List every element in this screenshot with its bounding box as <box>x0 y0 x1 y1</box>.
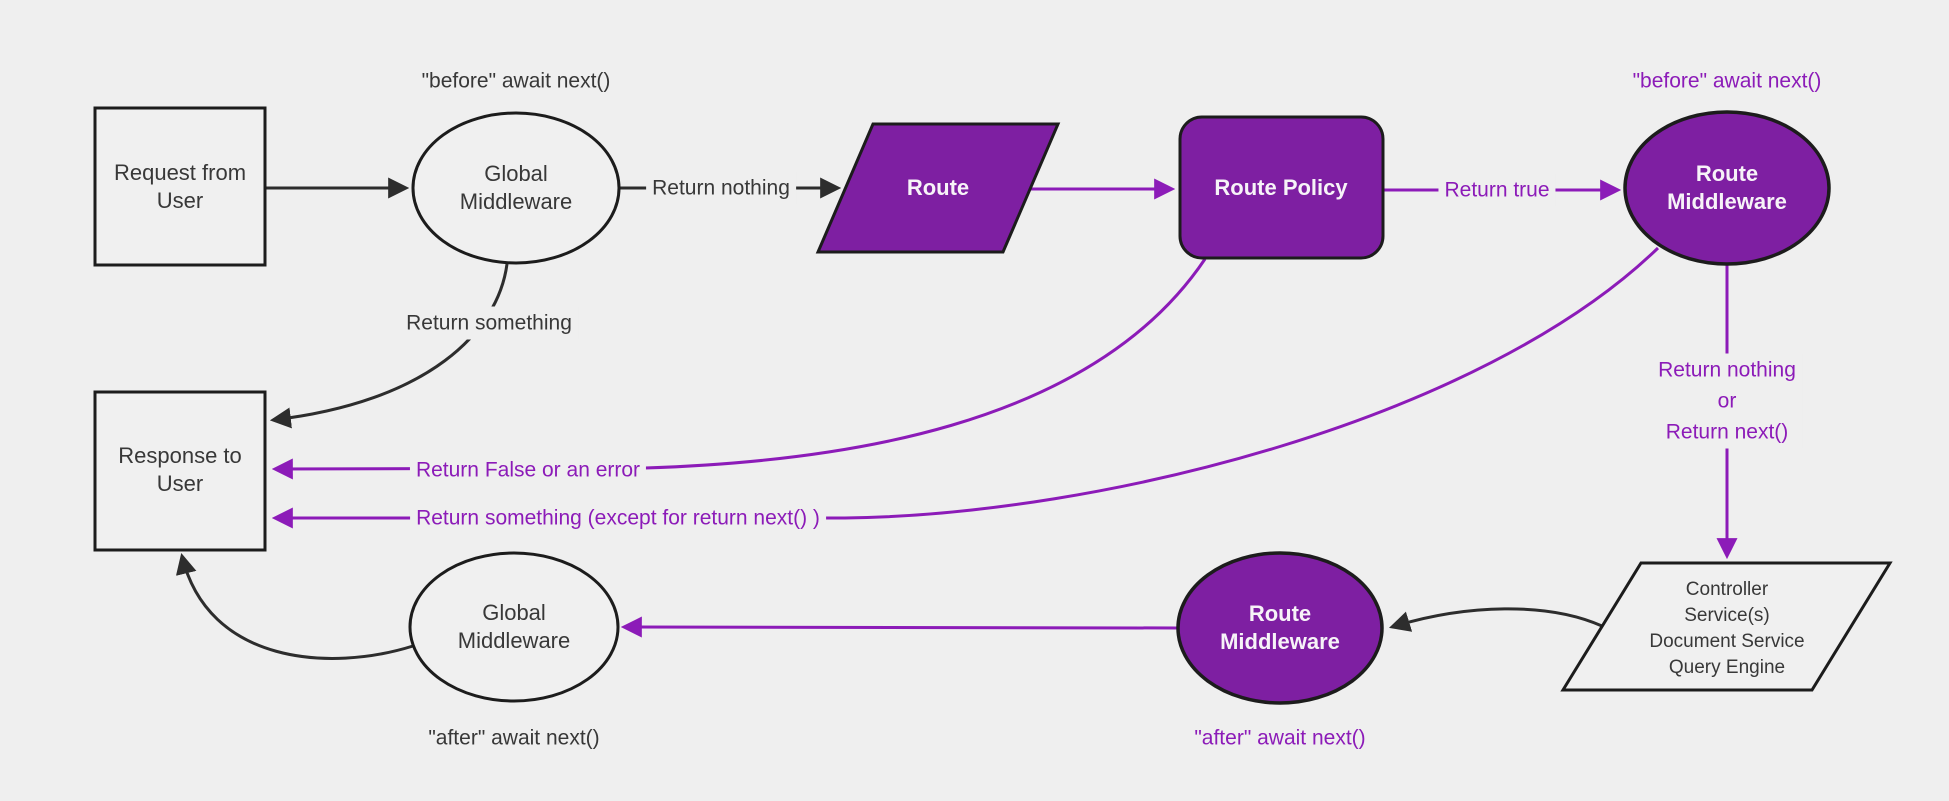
route-policy-label: Route Policy <box>1214 175 1348 200</box>
controller-services-label: Controller Service(s) Document Service Q… <box>1649 579 1805 678</box>
global-middleware-bottom-label: Global Middleware <box>457 600 571 653</box>
label-return-something-except: Return something (except for return next… <box>410 501 826 535</box>
label-after-await-next-right: "after" await next() <box>1194 726 1366 750</box>
route-middleware-bottom-label: Route Middleware <box>1220 601 1340 654</box>
response-to-user-label: Response to User <box>118 443 242 496</box>
node-global-middleware-top <box>411 111 621 265</box>
label-before-await-next-top: "before" await next() <box>421 69 611 93</box>
node-response-to-user <box>93 390 267 552</box>
node-global-middleware-bottom <box>408 551 620 703</box>
label-before-await-next-right: "before" await next() <box>1632 69 1822 93</box>
label-return-nothing-top: Return nothing <box>646 171 796 205</box>
node-controller-services <box>1560 561 1893 692</box>
edge-route-middleware-return-something-to-response <box>271 246 1660 529</box>
label-after-await-next-left: "after" await next() <box>428 726 600 750</box>
edge-route-policy-return-false-to-response <box>271 258 1207 480</box>
edge-route-middleware-bottom-to-global-middleware-bottom <box>620 616 1179 638</box>
edge-controller-to-route-middleware-bottom <box>1388 607 1603 632</box>
node-route-policy <box>1178 115 1385 260</box>
route-label: Route <box>906 175 970 200</box>
edge-global-middleware-bottom-to-response <box>175 552 414 660</box>
global-middleware-top-label: Global Middleware <box>459 161 573 214</box>
node-request-from-user <box>93 106 267 267</box>
label-return-nothing-or-next: Return nothing or Return next() <box>1652 353 1802 449</box>
route-middleware-top-label: Route Middleware <box>1667 161 1787 214</box>
edge-global-middleware-return-something-to-response <box>269 263 509 429</box>
label-return-false-or-error: Return False or an error <box>409 453 647 487</box>
node-route <box>815 122 1061 254</box>
node-route-middleware-top <box>1623 110 1831 266</box>
request-from-user-label: Request from User <box>113 160 247 213</box>
node-route-middleware-bottom <box>1176 551 1384 705</box>
label-return-true: Return true <box>1438 173 1556 207</box>
label-return-something: Return something <box>400 306 578 340</box>
